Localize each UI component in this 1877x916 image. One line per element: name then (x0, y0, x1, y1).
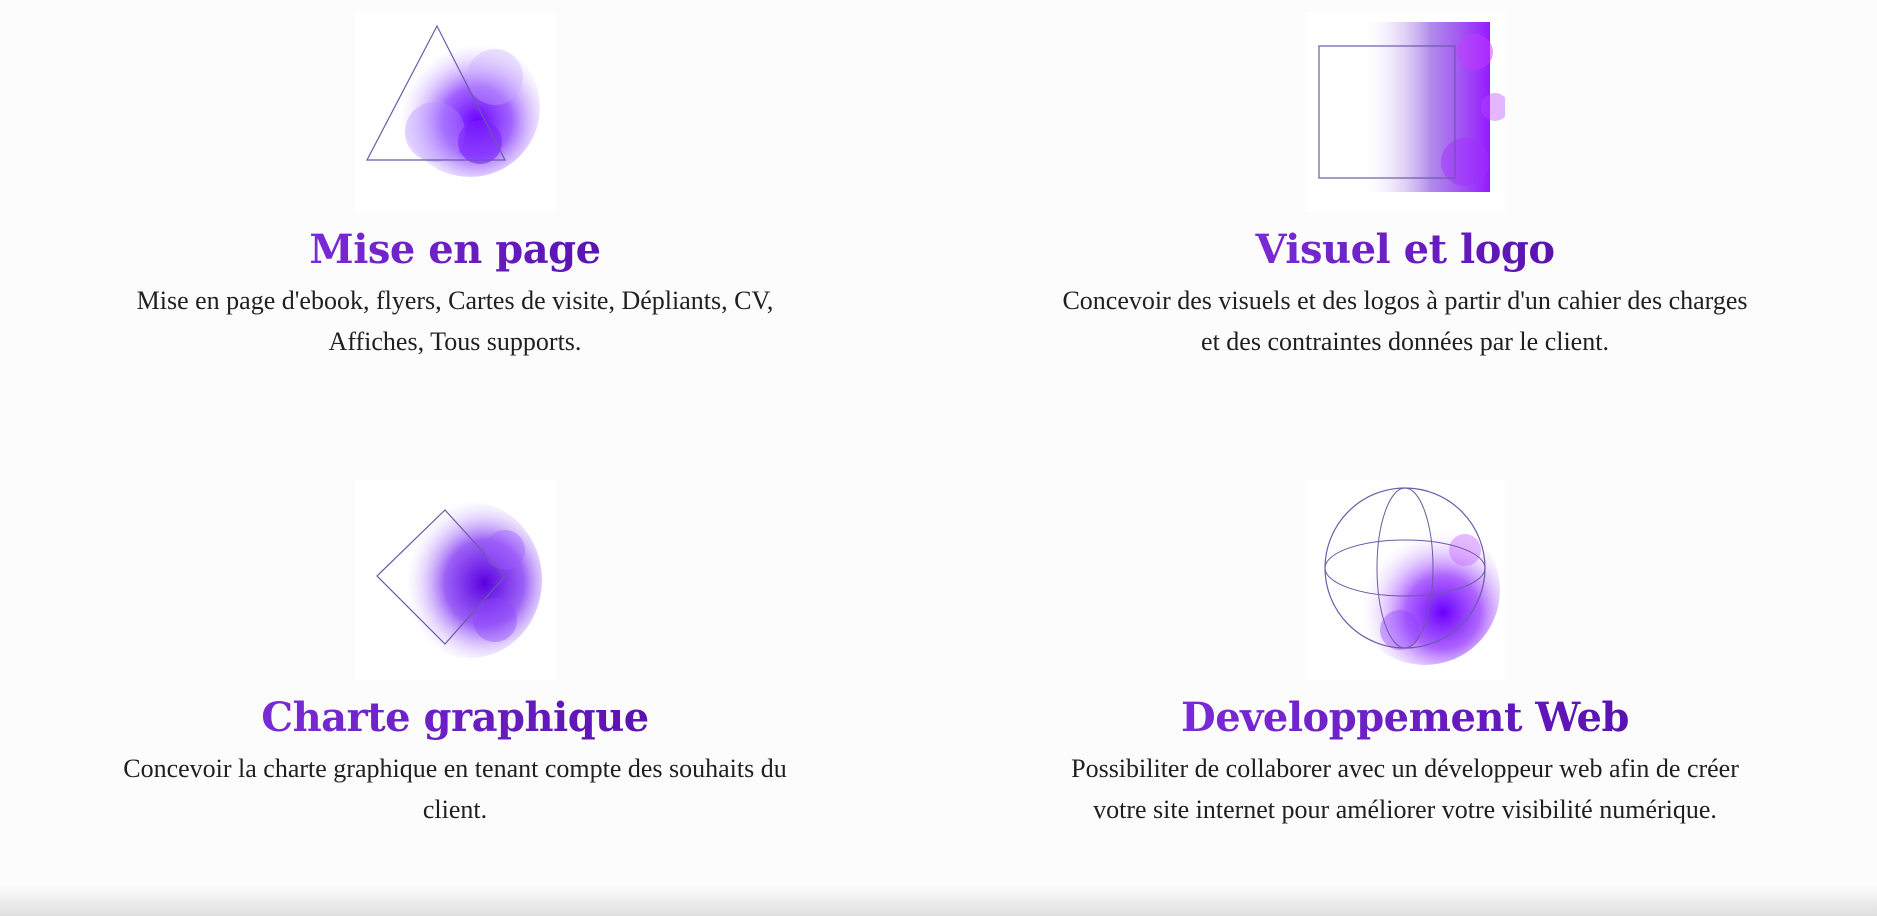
triangle-ink-icon (355, 12, 555, 212)
diamond-ink-icon (355, 480, 555, 680)
globe-ink-icon (1305, 480, 1505, 680)
service-description: Possibiliter de collaborer avec un dével… (1071, 754, 1739, 824)
service-card-visuel-et-logo: Visuel et logo Concevoir des visuels et … (1045, 12, 1765, 362)
service-title: Developpement Web (1181, 694, 1629, 741)
service-title: Charte graphique (261, 694, 649, 741)
bottom-shadow (0, 886, 1877, 916)
service-title: Visuel et logo (1255, 226, 1555, 273)
service-card-charte-graphique: Charte graphique Concevoir la charte gra… (95, 480, 815, 830)
service-description: Concevoir la charte graphique en tenant … (123, 754, 787, 824)
service-description: Mise en page d'ebook, flyers, Cartes de … (136, 286, 774, 356)
service-title: Mise en page (309, 226, 601, 273)
service-description: Concevoir des visuels et des logos à par… (1062, 286, 1748, 356)
service-card-developpement-web: Developpement Web Possibiliter de collab… (1045, 480, 1765, 830)
service-card-mise-en-page: Mise en page Mise en page d'ebook, flyer… (95, 12, 815, 362)
square-ink-icon (1305, 12, 1505, 212)
